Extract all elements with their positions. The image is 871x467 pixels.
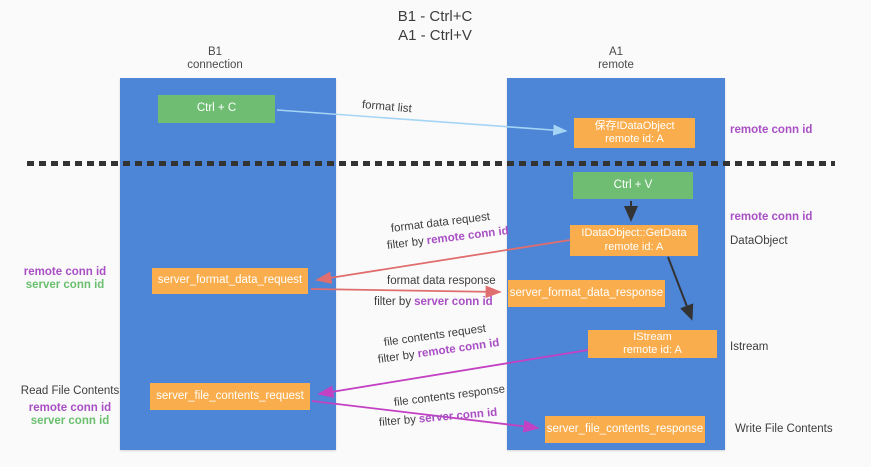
title-line-2: A1 - Ctrl+V	[398, 27, 472, 44]
left-label-remote-conn-id-1: remote conn id	[23, 266, 107, 278]
edge-label-format-list: format list	[361, 99, 413, 116]
node-save-idataobject-line1: 保存IDataObject	[594, 119, 675, 132]
left-label-block-format: remote conn id server conn id	[18, 266, 112, 292]
node-istream-line2: remote id: A	[623, 344, 682, 356]
phase-divider-dashed-line	[27, 161, 835, 166]
right-label-remote-conn-id-1: remote conn id	[730, 124, 813, 136]
edge-label-format-data-response: format data response	[387, 275, 496, 287]
diagram-title: B1 - Ctrl+C A1 - Ctrl+V	[300, 7, 570, 45]
node-getdata-line2: remote id: A	[604, 240, 664, 253]
title-line-1: B1 - Ctrl+C	[397, 8, 473, 25]
column-a1-subtitle: remote	[598, 59, 634, 71]
filter-by-text: filter by	[378, 413, 417, 429]
node-save-idataobject-line2: remote id: A	[605, 133, 664, 145]
filter-by-text: filter by	[374, 296, 412, 308]
left-label-remote-conn-id-2: remote conn id	[28, 402, 112, 414]
node-idataobject-getdata: IDataObject::GetData remote id: A	[570, 225, 698, 256]
node-server-format-data-request-label: server_format_data_request	[157, 274, 303, 287]
node-server-file-contents-response-label: server_file_contents_response	[546, 422, 704, 435]
right-label-dataobject: DataObject	[730, 235, 788, 247]
node-server-format-data-response: server_format_data_response	[508, 280, 665, 307]
node-server-format-data-request: server_format_data_request	[152, 268, 308, 294]
column-a1-title: A1	[608, 46, 624, 58]
left-label-server-conn-id-1: server conn id	[25, 279, 105, 291]
format-data-response-arrow	[310, 285, 502, 299]
server-conn-id-text: server conn id	[414, 296, 493, 308]
node-ctrl-v: Ctrl + V	[573, 172, 693, 199]
node-istream-line1: IStream	[633, 330, 672, 343]
node-save-idataobject: 保存IDataObject remote id: A	[574, 118, 695, 148]
column-b1-subtitle: connection	[187, 59, 243, 71]
filter-by-text: filter by	[377, 348, 416, 366]
node-ctrl-v-label: Ctrl + V	[613, 178, 653, 191]
left-label-block-file: Read File Contents remote conn id server…	[18, 385, 122, 428]
node-ctrl-c-label: Ctrl + C	[196, 102, 237, 115]
node-server-file-contents-request: server_file_contents_request	[150, 383, 310, 410]
node-ctrl-c: Ctrl + C	[158, 95, 275, 123]
left-label-read-file-contents: Read File Contents	[20, 385, 120, 397]
node-getdata-line1: IDataObject::GetData	[581, 227, 687, 239]
column-header-a1: A1 remote	[556, 46, 676, 72]
node-server-file-contents-response: server_file_contents_response	[545, 416, 705, 443]
node-server-format-data-response-label: server_format_data_response	[509, 286, 664, 299]
edge-label-file-contents-response: file contents response	[393, 383, 506, 409]
node-server-file-contents-request-label: server_file_contents_request	[156, 389, 304, 402]
right-label-write-file-contents: Write File Contents	[735, 423, 833, 435]
left-label-server-conn-id-2: server conn id	[30, 415, 110, 427]
right-label-remote-conn-id-2: remote conn id	[730, 211, 813, 223]
filter-by-text: filter by	[386, 235, 425, 252]
column-header-b1: B1 connection	[155, 46, 275, 72]
node-istream: IStream remote id: A	[588, 330, 717, 358]
server-conn-id-text: server conn id	[418, 406, 498, 426]
column-b1-title: B1	[207, 46, 223, 58]
right-label-istream: Istream	[730, 341, 769, 353]
